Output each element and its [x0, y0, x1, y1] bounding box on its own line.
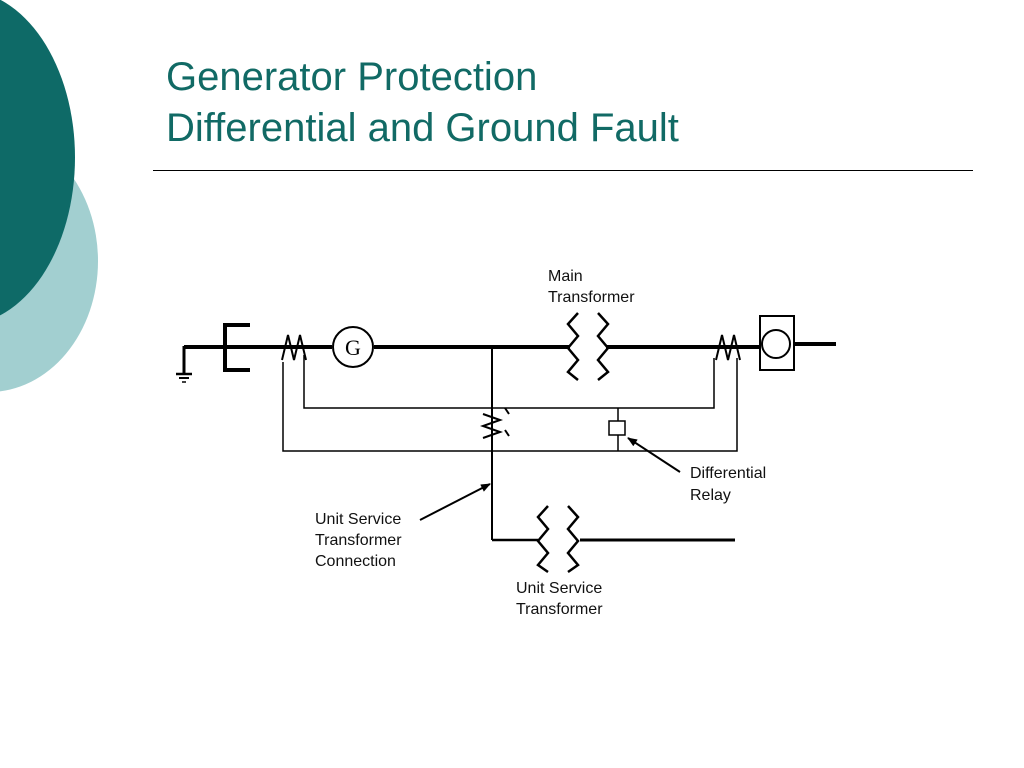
label-line: Relay — [690, 487, 731, 504]
connection-pointer-arrow — [419, 483, 491, 521]
tap-current-transformer — [479, 407, 510, 439]
main-transformer — [566, 312, 610, 381]
differential-relay — [608, 420, 626, 436]
unit-service-transformer — [536, 505, 580, 574]
circuit-breaker — [759, 315, 795, 371]
label-line: Differential — [690, 465, 766, 482]
main-transformer-label: Main Transformer — [548, 268, 635, 306]
generator: G — [332, 326, 374, 368]
current-transformer-left — [281, 334, 307, 361]
label-line: Transformer — [315, 532, 402, 549]
ground-symbol — [176, 346, 192, 383]
current-transformer-right — [715, 334, 741, 361]
label-line: Main — [548, 268, 583, 285]
relay-pointer-arrow — [627, 437, 681, 473]
label-line: Transformer — [516, 601, 603, 618]
title-line-2: Differential and Ground Fault — [166, 106, 679, 150]
differential-relay-label: Differential Relay — [690, 465, 766, 504]
unit-service-connection-label: Unit Service Transformer Connection — [315, 511, 402, 570]
unit-service-transformer-label: Unit Service Transformer — [516, 580, 603, 618]
generator-symbol: G — [345, 335, 361, 360]
label-line: Unit Service — [315, 511, 401, 528]
slide-title: Generator Protection Differential and Gr… — [166, 52, 679, 154]
title-divider — [153, 170, 973, 171]
label-line: Connection — [315, 553, 396, 570]
label-line: Unit Service — [516, 580, 602, 597]
title-line-1: Generator Protection — [166, 55, 538, 99]
differential-circuit-wiring — [282, 355, 738, 452]
label-line: Transformer — [548, 289, 635, 306]
